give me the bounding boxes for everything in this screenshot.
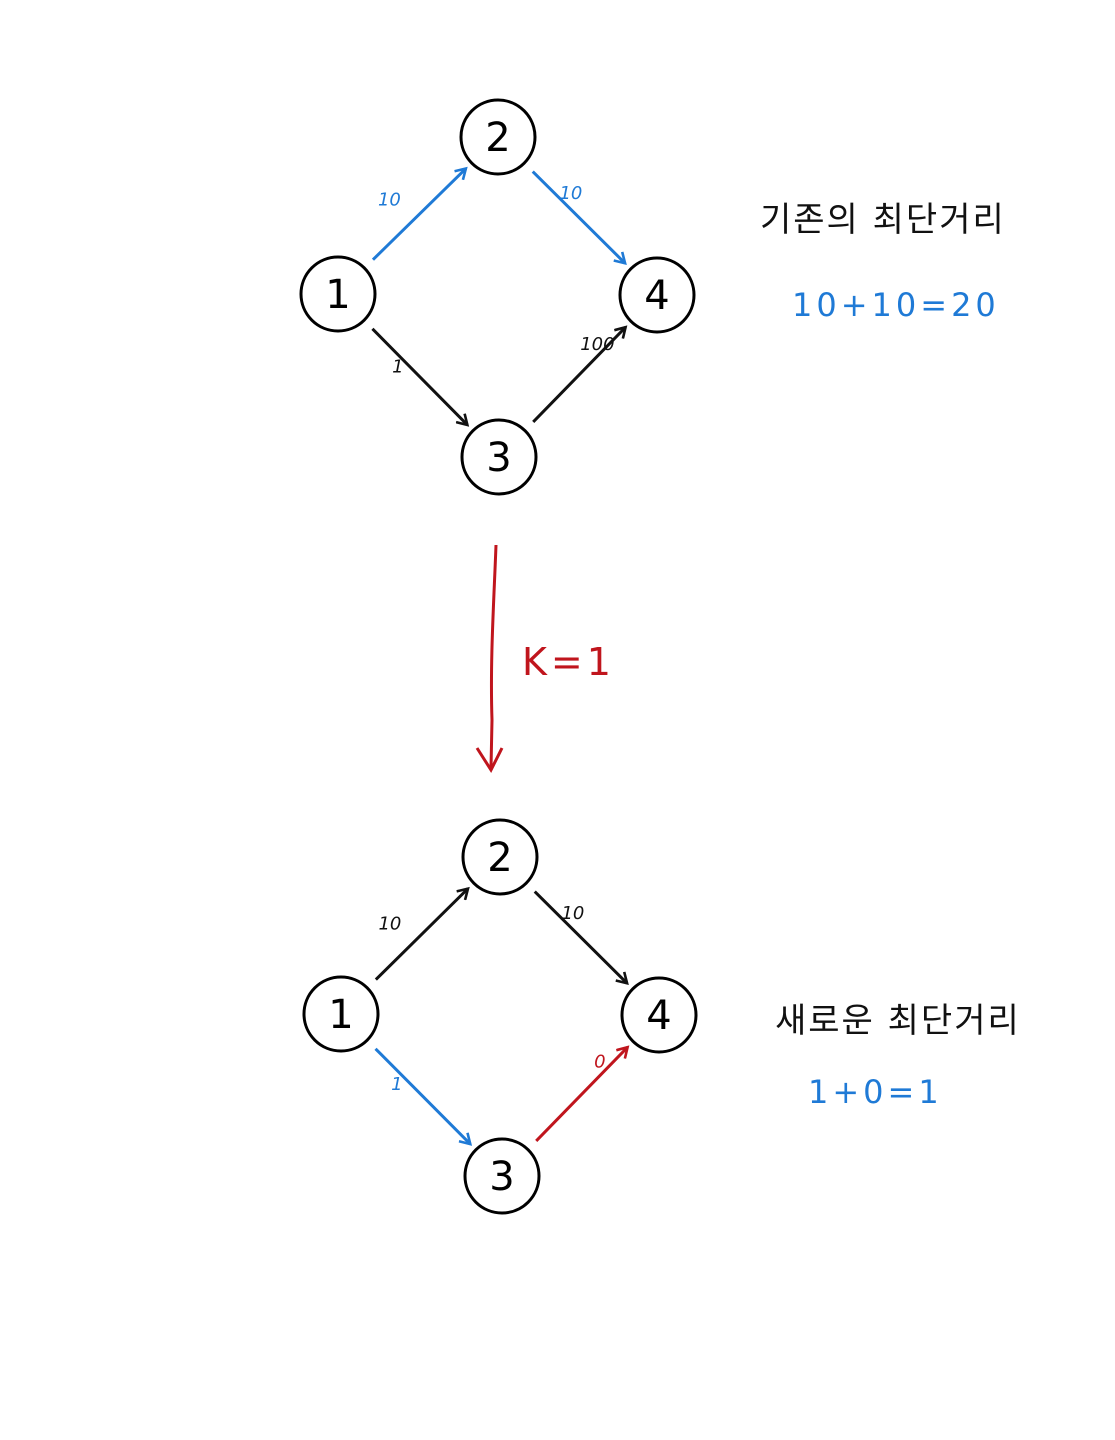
edge-weight-2-4: 10 (561, 903, 584, 924)
edge-1-2 (374, 889, 468, 981)
node-circle-2 (459, 98, 537, 176)
edge-3-4 (535, 1047, 627, 1142)
node-3: 3 (460, 418, 538, 496)
edge-weight-2-4: 10 (559, 183, 582, 204)
edge-3-4 (532, 327, 625, 423)
node-1: 1 (302, 975, 380, 1053)
node-2: 2 (461, 818, 539, 896)
node-4: 4 (618, 256, 696, 334)
node-label-3: 3 (486, 435, 511, 481)
edge-2-4 (533, 890, 627, 984)
node-circle-4 (618, 256, 696, 334)
node-1: 1 (299, 255, 377, 333)
edge-2-4 (531, 170, 625, 264)
original-shortest-calc: 10+10=20 (792, 286, 1000, 324)
k-value-label: K=1 (522, 640, 615, 684)
edge-weight-3-4: 0 (594, 1052, 605, 1073)
node-circle-3 (460, 418, 538, 496)
node-circle-2 (461, 818, 539, 896)
edge-1-2 (371, 169, 466, 261)
edge-1-3 (374, 1047, 471, 1144)
node-label-2: 2 (487, 835, 512, 881)
edge-weight-1-2: 10 (378, 914, 401, 935)
transition-arrow (475, 544, 504, 774)
new-shortest-caption: 새로운 최단거리 (775, 1001, 1021, 1041)
node-2: 2 (459, 98, 537, 176)
new-shortest-calc: 1+0=1 (808, 1073, 943, 1111)
node-label-4: 4 (646, 993, 671, 1039)
original-shortest-caption: 기존의 최단거리 (760, 200, 1006, 240)
edge-1-3 (371, 327, 467, 425)
node-circle-3 (463, 1137, 541, 1215)
edge-weight-1-3: 1 (391, 1074, 402, 1095)
edge-weight-3-4: 100 (580, 334, 614, 355)
original-graph: 10 10 1 100 1 2 3 4 (299, 98, 696, 496)
node-circle-4 (620, 976, 698, 1054)
node-label-1: 1 (325, 272, 350, 318)
node-label-1: 1 (328, 992, 353, 1038)
node-circle-1 (302, 975, 380, 1053)
node-label-3: 3 (489, 1154, 514, 1200)
node-label-4: 4 (644, 273, 669, 319)
node-3: 3 (463, 1137, 541, 1215)
edge-weight-1-3: 1 (392, 356, 403, 377)
node-label-2: 2 (485, 115, 510, 161)
node-4: 4 (620, 976, 698, 1054)
node-circle-1 (299, 255, 377, 333)
edge-weight-1-2: 10 (378, 190, 401, 211)
